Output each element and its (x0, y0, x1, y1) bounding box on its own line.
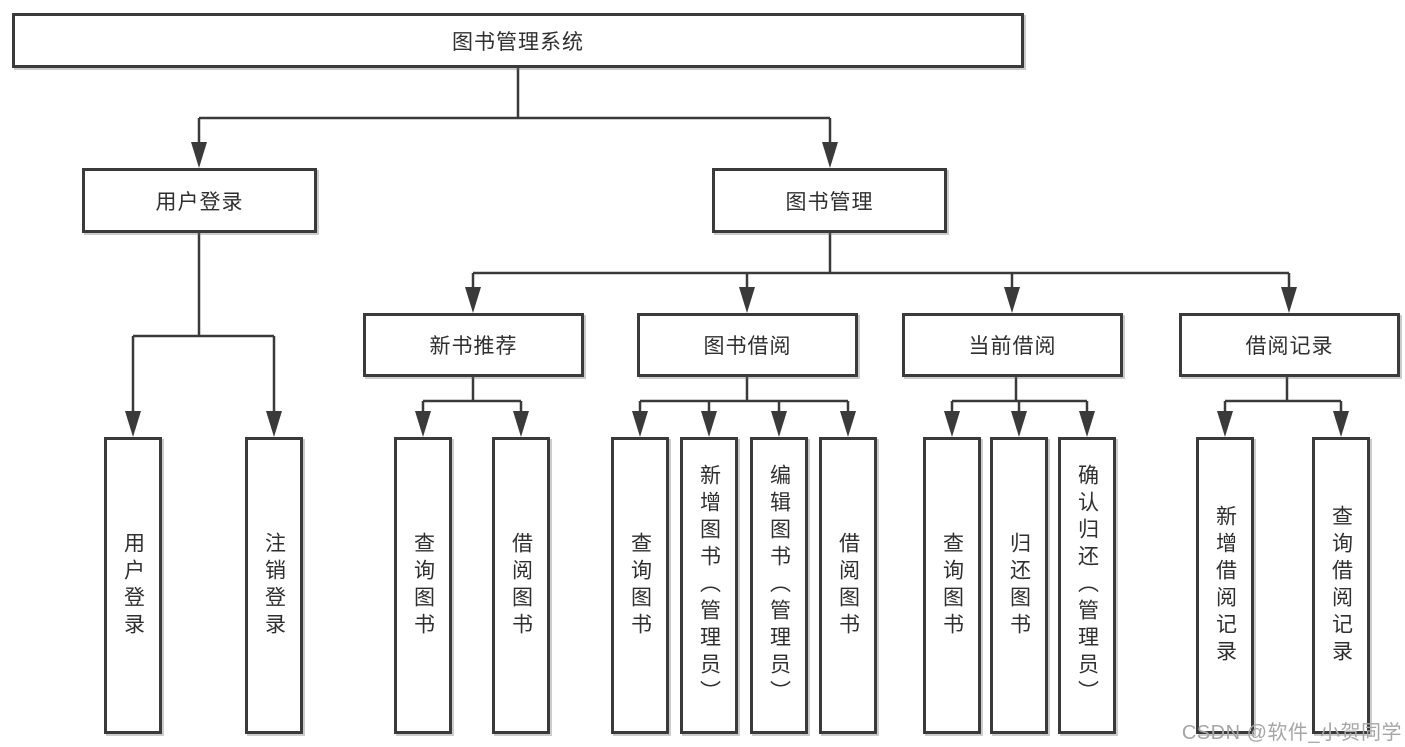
leaf-confirm-return-admin: 确认归还（管理员） (1058, 437, 1116, 734)
node-book-management: 图书管理 (712, 168, 947, 233)
node-library-management-system: 图书管理系统 (12, 13, 1024, 68)
arrow-down-icon (1079, 411, 1095, 437)
leaf-user-login: 用户登录 (104, 437, 162, 734)
arrow-down-icon (632, 411, 648, 437)
arrow-down-icon (191, 142, 207, 168)
node-label: 借阅图书 (509, 531, 533, 640)
node-label: 图书管理 (785, 190, 874, 214)
node-label: 确认归还（管理员） (1075, 464, 1099, 707)
leaf-logout: 注销登录 (245, 437, 303, 734)
node-label: 新增图书（管理员） (697, 464, 721, 707)
leaf-add-borrow-record: 新增借阅记录 (1196, 437, 1254, 734)
node-label: 借阅记录 (1245, 335, 1334, 358)
arrow-down-icon (415, 411, 431, 437)
arrow-down-icon (771, 411, 787, 437)
node-label: 图书管理系统 (452, 30, 584, 54)
leaf-return-books: 归还图书 (990, 437, 1048, 734)
arrow-down-icon (822, 142, 838, 168)
node-label: 注销登录 (262, 531, 286, 640)
arrow-down-icon (840, 411, 856, 437)
arrow-down-icon (1333, 411, 1349, 437)
csdn-watermark: CSDN @软件_小贺同学 (1181, 722, 1402, 744)
node-label: 借阅图书 (836, 531, 860, 640)
node-label: 编辑图书（管理员） (767, 464, 791, 707)
node-borrowing-records: 借阅记录 (1179, 313, 1400, 377)
node-label: 查询借阅记录 (1329, 504, 1353, 667)
arrow-down-icon (739, 287, 755, 313)
leaf-query-borrow-record: 查询借阅记录 (1312, 437, 1370, 734)
arrow-down-icon (266, 411, 282, 437)
arrow-down-icon (513, 411, 529, 437)
node-label: 查询图书 (940, 531, 964, 640)
node-label: 查询图书 (628, 531, 652, 640)
node-label: 新书推荐 (429, 335, 518, 358)
node-label: 新增借阅记录 (1213, 504, 1237, 667)
leaf-edit-books-admin: 编辑图书（管理员） (750, 437, 808, 734)
node-label: 当前借阅 (968, 335, 1057, 358)
leaf-query-books-recommend: 查询图书 (394, 437, 452, 734)
node-label: 用户登录 (121, 531, 145, 640)
arrow-down-icon (125, 411, 141, 437)
node-label: 用户登录 (155, 190, 244, 214)
leaf-query-books-current: 查询图书 (923, 437, 981, 734)
leaf-borrow-books: 借阅图书 (819, 437, 877, 734)
node-new-book-recommend: 新书推荐 (363, 313, 584, 377)
leaf-add-books-admin: 新增图书（管理员） (680, 437, 738, 734)
node-user-login: 用户登录 (82, 168, 317, 233)
node-book-borrowing: 图书借阅 (637, 313, 858, 377)
arrow-down-icon (1011, 411, 1027, 437)
arrow-down-icon (1004, 287, 1020, 313)
leaf-query-books-borrow: 查询图书 (611, 437, 669, 734)
node-label: 归还图书 (1007, 531, 1031, 640)
arrow-down-icon (944, 411, 960, 437)
node-label: 图书借阅 (703, 335, 792, 358)
leaf-borrow-books-recommend: 借阅图书 (492, 437, 550, 734)
arrow-down-icon (1281, 287, 1297, 313)
arrow-down-icon (701, 411, 717, 437)
node-label: 查询图书 (411, 531, 435, 640)
arrow-down-icon (1217, 411, 1233, 437)
node-current-borrowing: 当前借阅 (902, 313, 1123, 377)
arrow-down-icon (465, 287, 481, 313)
